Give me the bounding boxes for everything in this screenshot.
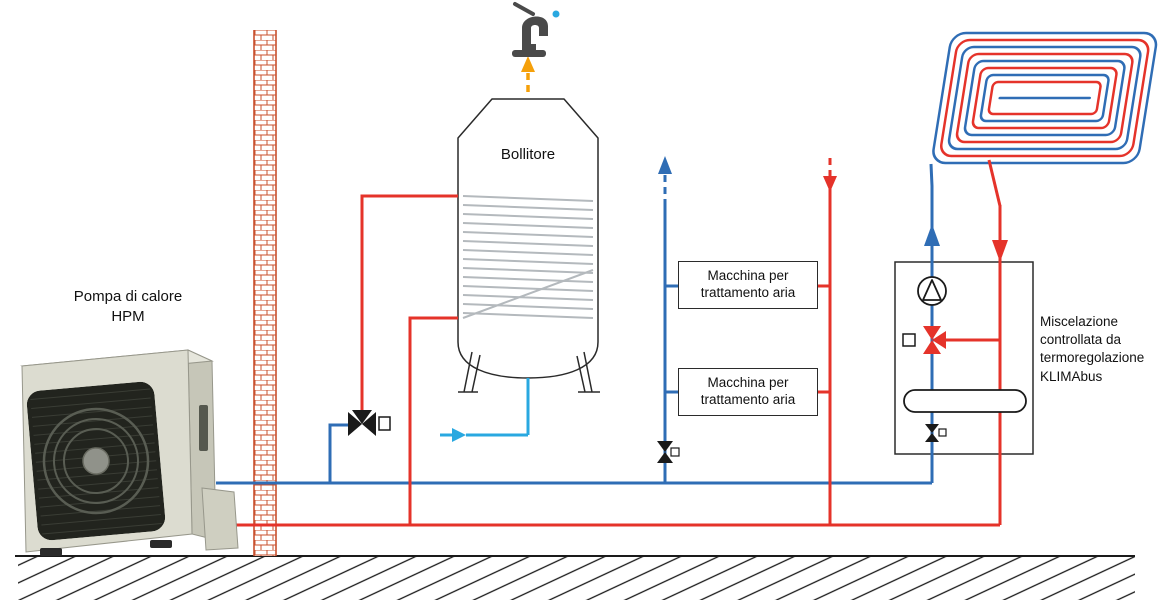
tank-coil <box>462 195 594 319</box>
brick-wall <box>253 30 277 556</box>
mixing-flow-arrow <box>924 224 940 246</box>
tank-label: Bollitore <box>500 146 556 163</box>
air-handler-2-label: Macchina per trattamento aria <box>700 375 796 407</box>
heat-pump-unit <box>20 349 239 556</box>
ground-hatch <box>15 555 1135 600</box>
floor-heating-coil-icon <box>932 31 1158 165</box>
mixing-label: Miscelazione controllata da termoregolaz… <box>1040 314 1145 384</box>
air-handler-1-label: Macchina per trattamento aria <box>700 268 796 300</box>
tank-legs <box>458 351 600 393</box>
air-supply-arrow <box>658 156 672 174</box>
air-handler-unit-2: Macchina per trattamento aria <box>678 368 818 416</box>
faucet-icon <box>512 2 560 57</box>
three-way-valve-icon <box>348 410 391 436</box>
air-return-arrow <box>823 176 837 192</box>
water-drop-icon <box>552 10 560 18</box>
mixing-valve-icon <box>902 326 946 354</box>
heat-pump-label-line1: Pompa di calore <box>73 288 183 305</box>
manifold-icon <box>903 389 1027 413</box>
cold-water-inlet-arrow <box>452 428 466 442</box>
dhw-arrow-head <box>521 56 535 72</box>
air-handler-unit-1: Macchina per trattamento aria <box>678 261 818 309</box>
storage-tank <box>457 98 600 393</box>
hot-pipes <box>216 158 1002 527</box>
heat-pump-label: Pompa di calore HPM <box>28 287 228 326</box>
air-riser-valve-icon <box>657 441 680 463</box>
cold-pipes <box>216 163 934 485</box>
mixing-station-box <box>894 261 1034 455</box>
fresh-water-inlet <box>440 378 530 437</box>
pump-icon <box>917 276 947 306</box>
mixing-return-arrow <box>992 240 1008 262</box>
heat-pump-label-line2: HPM <box>111 307 145 325</box>
fan-icon <box>26 381 166 541</box>
shutoff-valve-icon <box>925 424 947 442</box>
